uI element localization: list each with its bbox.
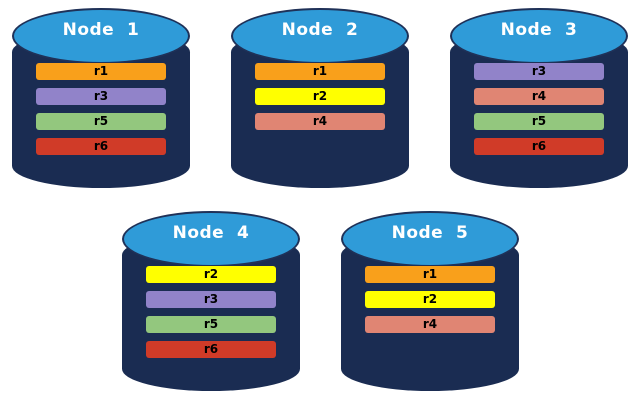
shard-r3[interactable]: r3 (36, 88, 166, 105)
cylinder-top-disc (12, 8, 190, 64)
shard-r6[interactable]: r6 (146, 341, 276, 358)
shard-list: r1 r2 r4 (365, 266, 495, 341)
node-title: Node 5 (391, 223, 469, 243)
node-title: Node 2 (281, 20, 359, 40)
shard-r1[interactable]: r1 (36, 63, 166, 80)
database-node-3[interactable]: Node 3 r3 r4 r5 r6 (450, 8, 628, 188)
shard-r2[interactable]: r2 (146, 266, 276, 283)
node-title: Node 4 (172, 223, 250, 243)
shard-list: r1 r2 r4 (255, 63, 385, 138)
shard-r4[interactable]: r4 (474, 88, 604, 105)
shard-r3[interactable]: r3 (474, 63, 604, 80)
database-node-2[interactable]: Node 2 r1 r2 r4 (231, 8, 409, 188)
database-node-4[interactable]: Node 4 r2 r3 r5 r6 (122, 211, 300, 391)
shard-r6[interactable]: r6 (36, 138, 166, 155)
shard-r2[interactable]: r2 (365, 291, 495, 308)
node-title: Node 1 (62, 20, 140, 40)
shard-list: r2 r3 r5 r6 (146, 266, 276, 366)
shard-r1[interactable]: r1 (255, 63, 385, 80)
shard-r1[interactable]: r1 (365, 266, 495, 283)
shard-r3[interactable]: r3 (146, 291, 276, 308)
shard-r4[interactable]: r4 (255, 113, 385, 130)
database-node-1[interactable]: Node 1 r1 r3 r5 r6 (12, 8, 190, 188)
shard-r5[interactable]: r5 (474, 113, 604, 130)
shard-r2[interactable]: r2 (255, 88, 385, 105)
shard-r6[interactable]: r6 (474, 138, 604, 155)
cylinder-top-disc (231, 8, 409, 64)
shard-r5[interactable]: r5 (146, 316, 276, 333)
shard-list: r1 r3 r5 r6 (36, 63, 166, 163)
shard-r4[interactable]: r4 (365, 316, 495, 333)
shard-r5[interactable]: r5 (36, 113, 166, 130)
node-title: Node 3 (500, 20, 578, 40)
shard-list: r3 r4 r5 r6 (474, 63, 604, 163)
cylinder-top-disc (341, 211, 519, 267)
database-node-5[interactable]: Node 5 r1 r2 r4 (341, 211, 519, 391)
